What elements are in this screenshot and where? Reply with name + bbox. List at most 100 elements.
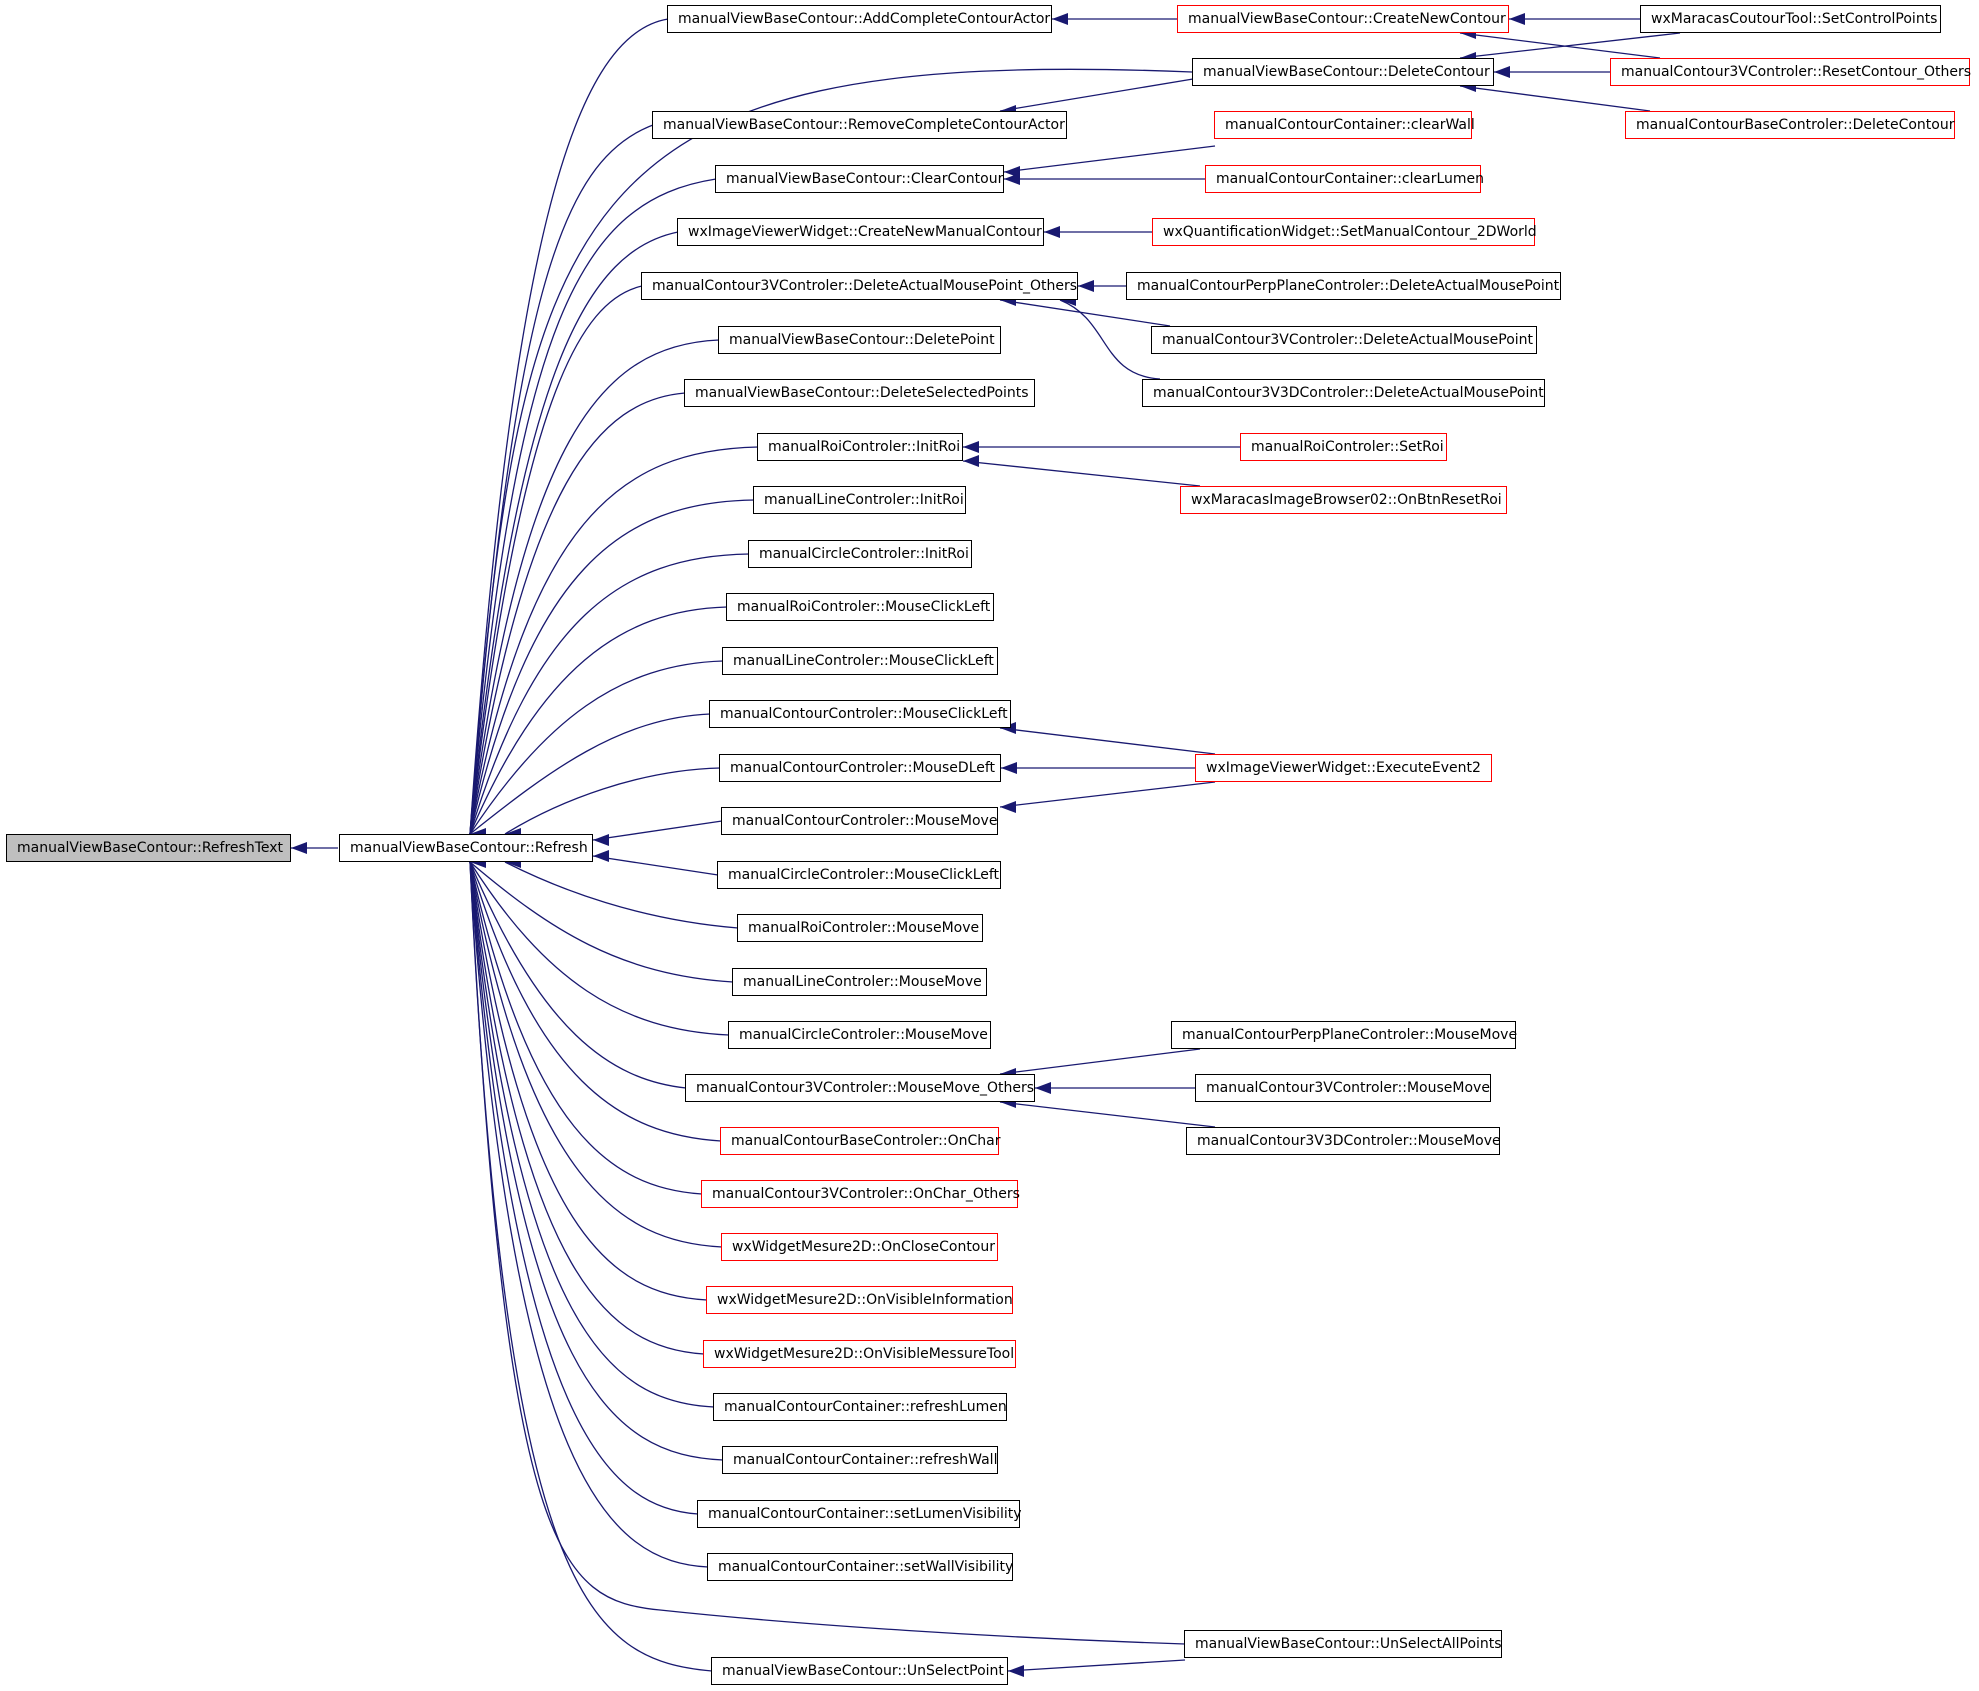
node-unselectall[interactable]: manualViewBaseContour::UnSelectAllPoints	[1184, 1630, 1502, 1658]
arrowhead	[1078, 280, 1094, 292]
node-roi-initroi[interactable]: manualRoiControler::InitRoi	[757, 433, 963, 461]
node-line-move[interactable]: manualLineControler::MouseMove	[732, 968, 987, 996]
arrowhead	[593, 834, 609, 846]
edge-circle-initroi	[469, 553, 750, 835]
edge-contour-dleft	[504, 767, 721, 835]
node-perp-deleteactual[interactable]: manualContourPerpPlaneControler::DeleteA…	[1126, 272, 1561, 300]
node-setlumenvis[interactable]: manualContourContainer::setLumenVisibili…	[697, 1500, 1022, 1528]
node-setmanual2d[interactable]: wxQuantificationWidget::SetManualContour…	[1152, 218, 1537, 246]
edge-perp-move	[999, 1048, 1201, 1075]
edge-contour-clickleft	[469, 713, 711, 835]
edge-line-clickleft	[469, 660, 724, 835]
arrowhead	[291, 842, 307, 854]
node-setwallvis[interactable]: manualContourContainer::setWallVisibilit…	[707, 1553, 1013, 1581]
edge-unselectpoint	[469, 861, 713, 1672]
edge-addcomplete	[469, 18, 669, 835]
node-clearwall[interactable]: manualContourContainer::clearWall	[1214, 111, 1475, 139]
node-createnewcontour[interactable]: manualViewBaseContour::CreateNewContour	[1177, 5, 1509, 33]
arrowhead	[1004, 173, 1020, 185]
edge-onvisibleinfo	[469, 861, 708, 1301]
node-removecomplete[interactable]: manualViewBaseContour::RemoveCompleteCon…	[652, 111, 1067, 139]
edge-onbtnresetroi	[962, 460, 1201, 487]
node-refreshtext[interactable]: manualViewBaseContour::RefreshText	[6, 834, 291, 862]
arrowhead	[1052, 13, 1068, 25]
arrowhead	[1035, 1082, 1051, 1094]
node-unselectpoint[interactable]: manualViewBaseContour::UnSelectPoint	[711, 1657, 1008, 1685]
node-refreshwall[interactable]: manualContourContainer::refreshWall	[722, 1446, 998, 1474]
arrowhead	[1509, 13, 1525, 25]
node-addcomplete[interactable]: manualViewBaseContour::AddCompleteContou…	[667, 5, 1052, 33]
edge-roi-move	[504, 861, 739, 929]
node-basedeletecontour[interactable]: manualContourBaseControler::DeleteContou…	[1625, 111, 1955, 139]
edge-deleteactual-others	[469, 285, 643, 835]
node-refreshlumen[interactable]: manualContourContainer::refreshLumen	[713, 1393, 1007, 1421]
node-roi-clickleft[interactable]: manualRoiControler::MouseClickLeft	[726, 593, 994, 621]
node-line-initroi[interactable]: manualLineControler::InitRoi	[753, 486, 966, 514]
edge-onclosecontour	[469, 861, 723, 1248]
node-contour-dleft[interactable]: manualContourControler::MouseDLeft	[719, 754, 1001, 782]
edge-roi-initroi	[469, 446, 759, 835]
edge-roi-clickleft	[469, 606, 728, 835]
node-setcontrolpoints[interactable]: wxMaracasCoutourTool::SetControlPoints	[1640, 5, 1941, 33]
edge-line-initroi	[469, 499, 755, 835]
node-refresh[interactable]: manualViewBaseContour::Refresh	[339, 834, 593, 862]
node-line-clickleft[interactable]: manualLineControler::MouseClickLeft	[722, 647, 998, 675]
node-move-others[interactable]: manualContour3VControler::MouseMove_Othe…	[685, 1074, 1035, 1102]
node-deletepoint[interactable]: manualViewBaseContour::DeletePoint	[718, 326, 1001, 354]
edge-v3-deleteactual	[999, 299, 1171, 327]
arrowhead	[1494, 66, 1510, 78]
node-setroi[interactable]: manualRoiControler::SetRoi	[1240, 433, 1447, 461]
edge-removecomplete	[469, 124, 654, 835]
node-circle-clickleft[interactable]: manualCircleControler::MouseClickLeft	[717, 861, 1001, 889]
node-deleteselected[interactable]: manualViewBaseContour::DeleteSelectedPoi…	[684, 379, 1035, 407]
edge-deletepoint	[469, 339, 720, 835]
node-resetcontour-others[interactable]: manualContour3VControler::ResetContour_O…	[1610, 58, 1971, 86]
edge-unselectall-refresh	[469, 861, 1186, 1645]
node-onvisibleinfo[interactable]: wxWidgetMesure2D::OnVisibleInformation	[706, 1286, 1013, 1314]
node-v3-move[interactable]: manualContour3VControler::MouseMove	[1195, 1074, 1491, 1102]
node-onchar[interactable]: manualContourBaseControler::OnChar	[720, 1127, 1000, 1155]
edge-clearwall	[1003, 145, 1216, 173]
edge-setlumenvis	[469, 861, 699, 1515]
node-contour-clickleft[interactable]: manualContourControler::MouseClickLeft	[709, 700, 1011, 728]
edge-deletecontour-remove	[999, 78, 1194, 112]
edge-executeevent2-move	[999, 781, 1216, 808]
node-circle-move[interactable]: manualCircleControler::MouseMove	[728, 1021, 991, 1049]
edge-circle-move	[469, 861, 730, 1036]
node-createnewmanual[interactable]: wxImageViewerWidget::CreateNewManualCont…	[677, 218, 1044, 246]
node-clearlumen[interactable]: manualContourContainer::clearLumen	[1205, 165, 1484, 193]
edge-v3d-deleteactual	[1059, 299, 1161, 380]
node-onchar-others[interactable]: manualContour3VControler::OnChar_Others	[701, 1180, 1020, 1208]
node-v3d-move[interactable]: manualContour3V3DControler::MouseMove	[1186, 1127, 1501, 1155]
edge-onvisiblemessure	[469, 861, 705, 1355]
edge-v3d-move	[999, 1101, 1216, 1128]
node-v3-deleteactual[interactable]: manualContour3VControler::DeleteActualMo…	[1151, 326, 1537, 354]
node-circle-initroi[interactable]: manualCircleControler::InitRoi	[748, 540, 972, 568]
node-deletecontour[interactable]: manualViewBaseContour::DeleteContour	[1192, 58, 1494, 86]
arrowhead	[1001, 762, 1017, 774]
edge-circle-clickleft	[592, 855, 719, 876]
node-clearcontour[interactable]: manualViewBaseContour::ClearContour	[715, 165, 1004, 193]
edge-executeevent2-clickleft	[999, 727, 1216, 755]
node-onbtnresetroi[interactable]: wxMaracasImageBrowser02::OnBtnResetRoi	[1180, 486, 1507, 514]
node-roi-move[interactable]: manualRoiControler::MouseMove	[737, 914, 983, 942]
node-onvisiblemessure[interactable]: wxWidgetMesure2D::OnVisibleMessureTool	[703, 1340, 1016, 1368]
edge-setwallvis	[469, 861, 709, 1568]
node-executeevent2[interactable]: wxImageViewerWidget::ExecuteEvent2	[1195, 754, 1492, 782]
node-perp-move[interactable]: manualContourPerpPlaneControler::MouseMo…	[1171, 1021, 1517, 1049]
edge-contour-move	[592, 820, 723, 841]
edge-resetcontour-create	[1459, 32, 1661, 59]
edge-line-move	[469, 861, 734, 983]
node-deleteactual-others[interactable]: manualContour3VControler::DeleteActualMo…	[641, 272, 1078, 300]
node-contour-move[interactable]: manualContourControler::MouseMove	[721, 807, 998, 835]
node-onclosecontour[interactable]: wxWidgetMesure2D::OnCloseContour	[721, 1233, 998, 1261]
edge-basedeletecontour	[1459, 85, 1651, 112]
edge-createnewmanual	[469, 231, 679, 835]
node-v3d-deleteactual[interactable]: manualContour3V3DControler::DeleteActual…	[1142, 379, 1545, 407]
arrowhead	[593, 850, 609, 862]
edge-move-others	[469, 861, 687, 1089]
arrowhead	[1000, 722, 1016, 734]
edge-refreshlumen	[469, 861, 715, 1408]
edge-setcontrolpoints-delete	[1459, 32, 1681, 59]
